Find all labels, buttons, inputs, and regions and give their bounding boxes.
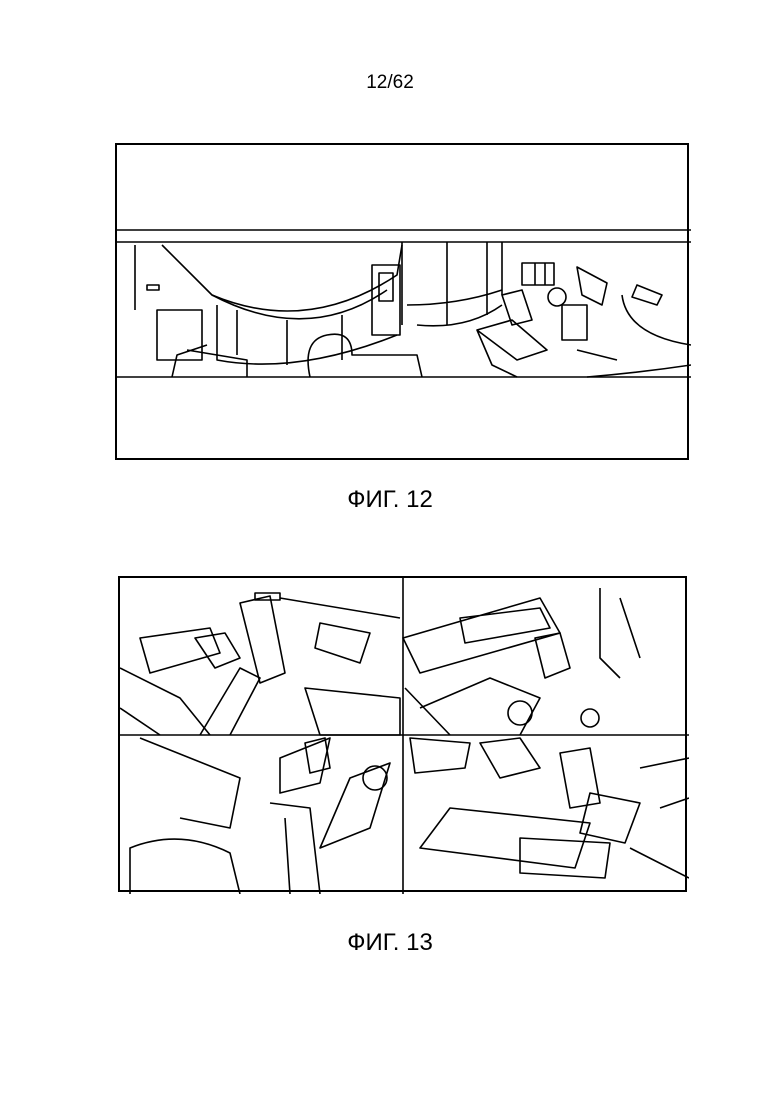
figure-13-caption: ФИГ. 13 (0, 929, 780, 957)
figure-12-panorama (115, 143, 689, 460)
figure-12-caption: ФИГ. 12 (0, 486, 780, 514)
figure-13-cube-faces (118, 576, 687, 892)
panorama-drawing (117, 145, 691, 462)
page-number: 12/62 (0, 72, 780, 94)
cube-faces-drawing (120, 578, 689, 894)
